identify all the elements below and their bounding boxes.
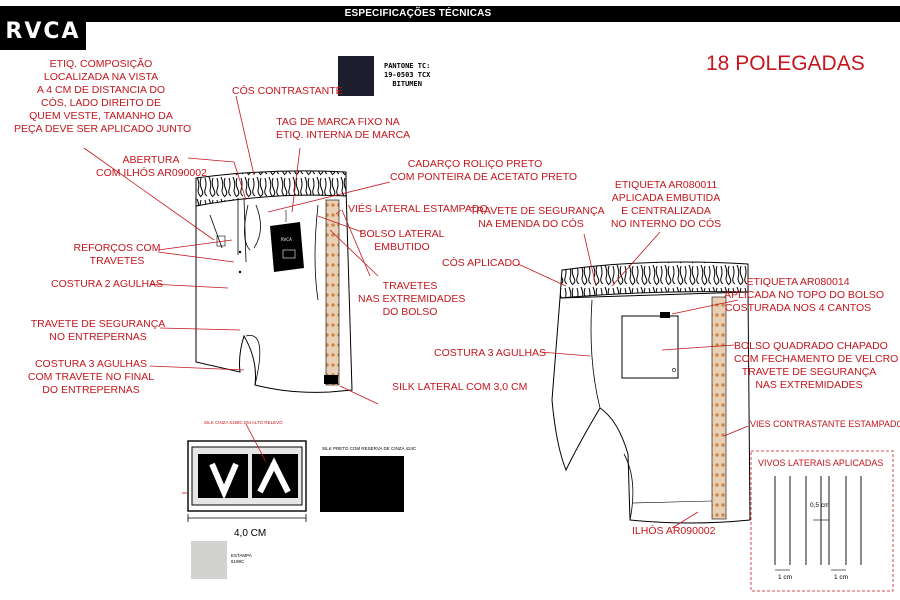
vivos-right-dim: 1 cm	[834, 574, 849, 581]
pantone-line: 19-0503 TCX	[384, 71, 431, 79]
label-reforcos: REFORÇOS COM TRAVETES	[72, 242, 162, 268]
vivos-detail	[750, 450, 894, 592]
vivos-title: VIVOS LATERAIS APLICADAS	[758, 458, 884, 468]
artwork-width-label: 4,0 CM	[234, 528, 267, 539]
label-line: COM ILHÓS AR090002	[96, 167, 207, 179]
label-line: REFORÇOS COM	[73, 242, 161, 254]
label-line: BOLSO LATERAL	[359, 228, 445, 240]
label-line: CADARÇO ROLIÇO PRETO	[407, 158, 543, 170]
label-line: DO ENTREPERNAS	[42, 384, 140, 396]
label-line: 6198C	[231, 559, 245, 564]
label-line: COSTURADA NOS 4 CANTOS	[724, 302, 872, 314]
vivos-left-dim: 1 cm	[778, 574, 793, 581]
back-short-drawing	[551, 261, 751, 524]
label-cos-aplicado: CÓS APLICADO	[442, 257, 521, 269]
label-line: NO INTERNO DO CÓS	[610, 218, 722, 230]
label-vies-lateral: VIÉS LATERAL ESTAMPADO	[348, 203, 488, 215]
pantone-swatch	[338, 56, 374, 96]
label-line: DO BOLSO	[382, 306, 438, 318]
label-line: NAS EXTREMIDADES	[755, 379, 863, 391]
label-travetes-bolso: TRAVETES NAS EXTREMIDADES DO BOLSO	[358, 280, 466, 319]
label-costura-3-agulhas-back: COSTURA 3 AGULHAS	[434, 347, 547, 359]
label-line: E CENTRALIZADA	[621, 205, 711, 217]
label-line: LOCALIZADA NA VISTA	[43, 71, 159, 83]
leader-lines	[83, 95, 749, 529]
label-line: APLICADA NO TOPO DO BOLSO	[724, 289, 885, 301]
label-line: TRAVETE DE SEGURANÇA	[470, 205, 605, 217]
brand-logo: RVCA	[0, 14, 86, 50]
artwork-print-note: SILK PRETO COM RESERVA DE CINZA 424C	[322, 446, 417, 451]
size-label: 18 POLEGADAS	[706, 52, 865, 75]
pantone-line: PANTONE TC:	[384, 62, 431, 70]
label-line: COM PONTEIRA DE ACETATO PRETO	[390, 171, 578, 183]
label-costura-2-agulhas: COSTURA 2 AGULHAS	[51, 278, 164, 290]
label-line: COM TRAVETE NO FINAL	[27, 371, 155, 383]
label-line: ESTAMPA	[231, 553, 252, 558]
label-line: PEÇA DEVE SER APLICADO JUNTO	[14, 123, 192, 135]
label-ilhos: ILHÓS AR090002	[632, 525, 716, 537]
label-bolso-lateral: BOLSO LATERAL EMBUTIDO	[358, 228, 446, 254]
label-etiqueta-ar080014: ETIQUETA AR080014 APLICADA NO TOPO DO BO…	[724, 276, 885, 315]
label-abertura: ABERTURA COM ILHÓS AR090002	[96, 154, 207, 180]
label-line: CÓS, LADO DIREITO DE	[41, 97, 161, 109]
label-travete-cos: TRAVETE DE SEGURANÇA NA EMENDA DO CÓS	[470, 205, 605, 231]
label-costura-3-agulhas: COSTURA 3 AGULHAS COM TRAVETE NO FINAL D…	[16, 358, 166, 397]
label-line: A 4 CM DE DISTANCIA DO	[36, 84, 166, 96]
label-vies-contrastante: VIES CONTRASTANTE ESTAMPADO	[750, 419, 900, 429]
label-line: ETIQ. INTERNA DE MARCA	[276, 129, 411, 141]
label-line: NO ENTREPERNAS	[49, 331, 147, 343]
label-line: TRAVETES	[382, 280, 438, 292]
label-line: QUEM VESTE, TAMANHO DA	[29, 110, 173, 122]
svg-text:RVCA: RVCA	[281, 237, 292, 242]
label-line: NAS EXTREMIDADES	[358, 293, 466, 305]
label-line: NA EMENDA DO CÓS	[478, 218, 584, 230]
label-line: BOLSO QUADRADO CHAPADO	[734, 340, 888, 352]
label-line: APLICADA EMBUTIDA	[611, 192, 721, 204]
label-line: TRAVETE DE SEGURANÇA	[741, 366, 877, 378]
label-etiqueta-ar080011: ETIQUETA AR080011 APLICADA EMBUTIDA E CE…	[608, 179, 724, 231]
header-title: ESPECIFICAÇÕES TÉCNICAS	[344, 8, 492, 19]
label-line: ABERTURA	[122, 154, 180, 166]
label-line: TRAVETE DE SEGURANÇA	[30, 318, 166, 330]
label-line: EMBUTIDO	[374, 241, 430, 253]
label-silk-lateral: SILK LATERAL COM 3,0 CM	[392, 381, 528, 393]
label-tag-marca: TAG DE MARCA FIXO NA ETIQ. INTERNA DE MA…	[276, 116, 411, 142]
pantone-line: BITUMEN	[392, 80, 422, 88]
label-cadarco: CADARÇO ROLIÇO PRETO COM PONTEIRA DE ACE…	[390, 158, 578, 184]
pantone-label: PANTONE TC: 19-0503 TCX BITUMEN	[384, 62, 430, 89]
artwork-gray-note: ESTAMPA 6198C	[231, 553, 252, 565]
label-line: ETIQ. COMPOSIÇÃO	[49, 58, 153, 70]
artwork-silk-note: SILK CINZA 6198C EM ALTO RELEVO	[204, 420, 283, 425]
label-bolso-quadrado: BOLSO QUADRADO CHAPADO COM FECHAMENTO DE…	[734, 340, 899, 392]
label-line: TAG DE MARCA FIXO NA	[276, 116, 400, 128]
label-line: COM FECHAMENTO DE VELCRO	[734, 353, 899, 365]
vivos-mid-dim: 0,5 cm	[810, 502, 830, 509]
label-line: ETIQUETA AR080014	[746, 276, 850, 288]
label-line: ETIQUETA AR080011	[614, 179, 718, 191]
label-line: TRAVETES	[89, 255, 145, 267]
header-bar: ESPECIFICAÇÕES TÉCNICAS	[0, 6, 900, 22]
label-travete-entrepernas: TRAVETE DE SEGURANÇA NO ENTREPERNAS	[30, 318, 166, 344]
front-short-drawing: RVCA	[195, 170, 353, 393]
label-cos-contrastante: CÓS CONTRASTANTE	[232, 85, 343, 97]
logo-artwork	[182, 440, 404, 579]
label-line: COSTURA 3 AGULHAS	[34, 358, 148, 370]
label-etiq-composicao: ETIQ. COMPOSIÇÃO LOCALIZADA NA VISTA A 4…	[14, 58, 192, 136]
